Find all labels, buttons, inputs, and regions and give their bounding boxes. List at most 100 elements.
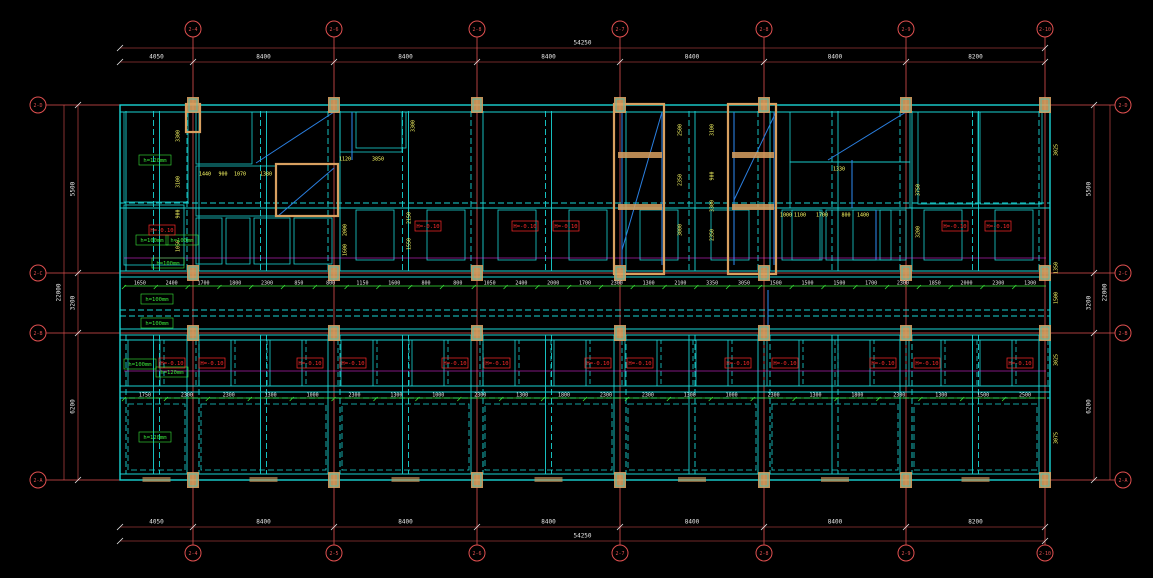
axis-bubble-bottom	[184, 544, 202, 562]
column	[1039, 97, 1051, 113]
axis-bubble-bottom	[897, 544, 915, 562]
upper-dim-label: 1000	[780, 213, 792, 219]
detail-room-panel	[979, 111, 1043, 205]
upper-dim-label: 3850	[372, 157, 384, 163]
detail-room-panel	[293, 217, 333, 265]
dim-bottom-tick	[616, 523, 624, 531]
column-core	[188, 473, 198, 487]
dim-bottom-tick	[1041, 523, 1049, 531]
dim-bottom-tick	[760, 523, 768, 531]
row-dim-c-label: 800	[326, 281, 335, 287]
dim-bottom-label: 8400	[398, 519, 413, 526]
row-dim-c-tick	[217, 284, 222, 290]
vertical-dim-label: 1350	[1054, 262, 1060, 274]
detail-room-panel	[917, 111, 979, 205]
row-dim-c-tick	[884, 284, 890, 290]
dim-top-tick	[189, 58, 197, 66]
vertical-dim-label: 3200	[916, 226, 922, 238]
column	[758, 97, 770, 113]
dim-top-tick	[902, 58, 910, 66]
row-dim-c-label: 1700	[579, 281, 591, 287]
vertical-dim-label: 900	[176, 209, 182, 218]
slab-label-green: h=100mm	[156, 261, 180, 267]
row-dim-b-label: 1300	[935, 393, 947, 399]
axis-bubble-top	[611, 20, 629, 38]
upper-room-panel	[426, 209, 466, 261]
vertical-dim-label: 2500	[678, 124, 684, 136]
column-core	[472, 473, 482, 487]
axis-label-right: 2-D	[1118, 103, 1127, 109]
column-core	[1040, 98, 1050, 112]
row-dim-c-tick	[852, 284, 858, 290]
column	[758, 325, 770, 341]
row-dim-b-tick	[750, 396, 755, 402]
column	[900, 472, 912, 488]
lower-room-panel	[908, 339, 942, 387]
row-dim-c-tick	[630, 284, 635, 290]
stair-frame	[612, 102, 666, 276]
column	[328, 265, 340, 281]
axis-bubble-bottom	[468, 544, 486, 562]
row-dim-b-tick	[624, 396, 630, 402]
column	[187, 97, 199, 113]
row-dim-c-tick	[248, 284, 254, 290]
column	[900, 325, 912, 341]
detail-room-panel	[123, 111, 189, 203]
slab-label-green: h=100mm	[128, 362, 152, 368]
axis-label-top: 2-10	[1039, 27, 1051, 33]
vertical-dim-label: 1550	[407, 238, 413, 250]
dim-right-tick	[1090, 476, 1098, 484]
row-dim-c-label: 2100	[674, 281, 686, 287]
row-dim-c-label: 1050	[484, 281, 496, 287]
slab-label-green: h=100mm	[140, 238, 164, 244]
column	[614, 325, 626, 341]
upper-room-panel	[355, 209, 395, 261]
row-dim-b-label: 2300	[642, 393, 654, 399]
row-dim-c-label: 800	[422, 281, 431, 287]
dim-left-label: 6200	[70, 399, 77, 414]
row-dim-b-label: 1000	[726, 393, 738, 399]
column-core	[615, 326, 625, 340]
row-dim-c-tick	[598, 284, 604, 290]
row-dim-c-tick	[821, 284, 826, 290]
column-core	[329, 98, 339, 112]
dim-right-tick	[1090, 269, 1098, 277]
row-dim-c-tick	[312, 284, 318, 290]
row-dim-c-label: 1600	[388, 281, 400, 287]
dim-top-total-label: 54250	[573, 40, 591, 47]
axis-bubble-top	[897, 20, 915, 38]
column-core	[759, 266, 769, 280]
row-dim-b-tick	[917, 396, 923, 402]
row-dim-b-label: 2300	[600, 393, 612, 399]
row-dim-b-tick	[1001, 396, 1007, 402]
axis-label-left: 2-D	[33, 103, 42, 109]
elevation-label-red: H=-0.10	[160, 361, 183, 367]
axis-label-bottom: 2-10	[1039, 551, 1051, 557]
column	[471, 265, 483, 281]
upper-dim-label: 1440	[199, 172, 211, 178]
axis-label-bottom: 2-9	[901, 551, 910, 557]
row-dim-c-tick	[725, 284, 731, 290]
vertical-dim-label: 3075	[1054, 432, 1060, 444]
upper-room-panel	[710, 209, 750, 261]
axis-label-right: 2-B	[1118, 331, 1127, 337]
axis-bubble-right	[1114, 471, 1132, 489]
row-dim-b-tick	[540, 396, 546, 402]
bottom-bay-panel	[127, 403, 186, 471]
slab-label-green: h=120mm	[143, 435, 167, 441]
bottom-bay-panel	[484, 403, 613, 471]
row-dim-c-tick	[280, 284, 286, 290]
axis-label-bottom: 2-7	[615, 551, 624, 557]
dim-left-label: 5500	[70, 181, 77, 196]
vertical-dim-label: 1050	[176, 240, 182, 252]
elevation-label-frame	[339, 357, 367, 369]
edge-beam-mark	[142, 477, 171, 482]
column	[900, 265, 912, 281]
slab-label-green: h=100mm	[170, 238, 194, 244]
vertical-dim-label: 1500	[1054, 292, 1060, 304]
elevation-label-red: H=-0.10	[871, 361, 894, 367]
lower-room-panel	[944, 339, 978, 387]
column-core	[901, 98, 911, 112]
bottom-bay-panel	[341, 403, 470, 471]
